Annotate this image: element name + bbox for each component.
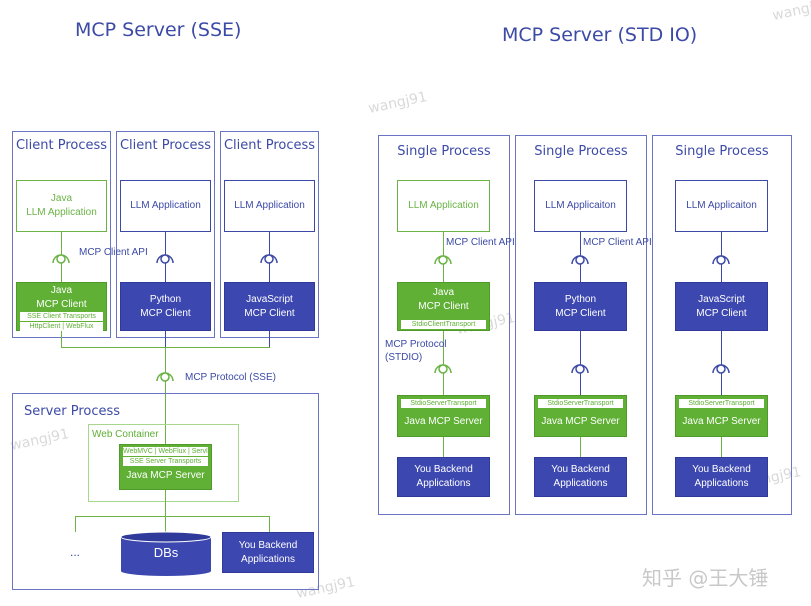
java-mcp-server: WebMVC | WebFlux | Servlet SSE Server Tr…	[119, 444, 212, 490]
python-mcp-client: Python MCP Client	[534, 282, 627, 331]
java-mcp-client: Java MCP Client StdioClientTransport	[397, 282, 490, 331]
server-line	[269, 516, 270, 532]
interface-socket-icon	[260, 254, 278, 264]
protocol-socket-icon	[434, 364, 452, 374]
llm-application: LLM Application	[397, 180, 490, 232]
connector-line	[443, 437, 444, 457]
llm-application: LLM Applicaiton	[675, 180, 768, 232]
interface-socket-icon	[434, 255, 452, 265]
httpclient-webflux-strip: HttpClient | WebFlux	[20, 322, 103, 331]
server-line	[165, 516, 166, 532]
connector-line	[580, 331, 581, 395]
watermark: wangj91	[770, 0, 811, 25]
java-mcp-server-label: Java MCP Server	[404, 416, 483, 427]
protocol-socket-icon	[156, 372, 174, 382]
mcp-protocol-sse-label: MCP Protocol (SSE)	[185, 372, 276, 383]
java-llm-application: Java LLM Application	[16, 180, 107, 232]
mcp-protocol-stdio-label: MCP Protocol (STDIO)	[385, 339, 447, 363]
stdio-server-transport-strip: StdioServerTransport	[401, 399, 486, 408]
server-process: Server Process	[12, 393, 319, 590]
java-mcp-server-label: Java MCP Server	[126, 470, 205, 481]
server-line	[75, 516, 270, 517]
backend-applications: You Backend Applications	[534, 457, 627, 497]
client-process-header: Client Process	[223, 138, 316, 153]
stdio-server-transport-strip: StdioServerTransport	[538, 399, 623, 408]
ellipsis-text: ...	[70, 545, 81, 559]
single-process-javascript: Single Process	[652, 135, 792, 515]
java-mcp-client-label: Java MCP Client	[36, 285, 87, 310]
server-process-header: Server Process	[24, 404, 121, 419]
javascript-mcp-client: JavaScript MCP Client	[675, 282, 768, 331]
connector-line	[580, 437, 581, 457]
backend-applications: You Backend Applications	[222, 532, 314, 573]
footer-brand: 知乎 @王大锤	[642, 566, 769, 590]
connector-line	[443, 331, 444, 395]
java-mcp-server: StdioServerTransport Java MCP Server	[397, 395, 490, 437]
mcp-client-api-label: MCP Client API	[446, 237, 515, 248]
single-process-java: Single Process	[378, 135, 510, 515]
protocol-line	[165, 347, 166, 444]
connector-line	[721, 331, 722, 395]
single-process-header: Single Process	[397, 144, 491, 159]
watermark: wangj91	[366, 88, 429, 118]
stdio-client-transport-strip: StdioClientTransport	[401, 320, 486, 329]
single-process-header: Single Process	[534, 144, 628, 159]
webmvc-webflux-servlet-strip: WebMVC | WebFlux | Servlet	[123, 447, 208, 456]
server-line	[75, 516, 76, 532]
llm-application: LLM Application	[224, 180, 315, 232]
mcp-client-api-label: MCP Client API	[583, 237, 652, 248]
single-process-python: Single Process	[515, 135, 647, 515]
server-line	[165, 490, 166, 516]
dbs-label: DBs	[153, 545, 179, 560]
protocol-socket-icon	[571, 364, 589, 374]
web-container: Web Container	[88, 424, 239, 502]
sse-server-transports-strip: SSE Server Transports	[123, 457, 208, 466]
llm-application: LLM Applicaiton	[534, 180, 627, 232]
interface-socket-icon	[52, 254, 70, 264]
python-mcp-client: Python MCP Client	[120, 282, 211, 331]
llm-application: LLM Application	[120, 180, 211, 232]
stdio-server-transport-strip: StdioServerTransport	[679, 399, 764, 408]
bus-line	[165, 331, 166, 348]
interface-socket-icon	[571, 255, 589, 265]
client-process-header: Client Process	[15, 138, 108, 153]
backend-applications: You Backend Applications	[675, 457, 768, 497]
client-process-header: Client Process	[119, 138, 212, 153]
java-mcp-client: Java MCP Client SSE Client Transports Ht…	[16, 282, 107, 331]
mcp-client-api-label: MCP Client API	[79, 247, 148, 258]
sse-title: MCP Server (SSE)	[75, 19, 242, 41]
javascript-mcp-client: JavaScript MCP Client	[224, 282, 315, 331]
java-mcp-server: StdioServerTransport Java MCP Server	[675, 395, 768, 437]
java-mcp-server-label: Java MCP Server	[682, 416, 761, 427]
sse-client-transports-strip: SSE Client Transports	[20, 312, 103, 321]
bus-line	[61, 331, 62, 348]
single-process-header: Single Process	[675, 144, 769, 159]
bus-line	[269, 331, 270, 348]
backend-applications: You Backend Applications	[397, 457, 490, 497]
connector-line	[721, 437, 722, 457]
stdio-title: MCP Server (STD IO)	[502, 24, 698, 46]
web-container-label: Web Container	[92, 429, 159, 440]
java-mcp-server-label: Java MCP Server	[541, 416, 620, 427]
interface-socket-icon	[156, 254, 174, 264]
database-icon	[120, 531, 212, 576]
interface-socket-icon	[712, 255, 730, 265]
java-mcp-client-label: Java MCP Client	[418, 287, 469, 312]
protocol-socket-icon	[712, 364, 730, 374]
java-mcp-server: StdioServerTransport Java MCP Server	[534, 395, 627, 437]
